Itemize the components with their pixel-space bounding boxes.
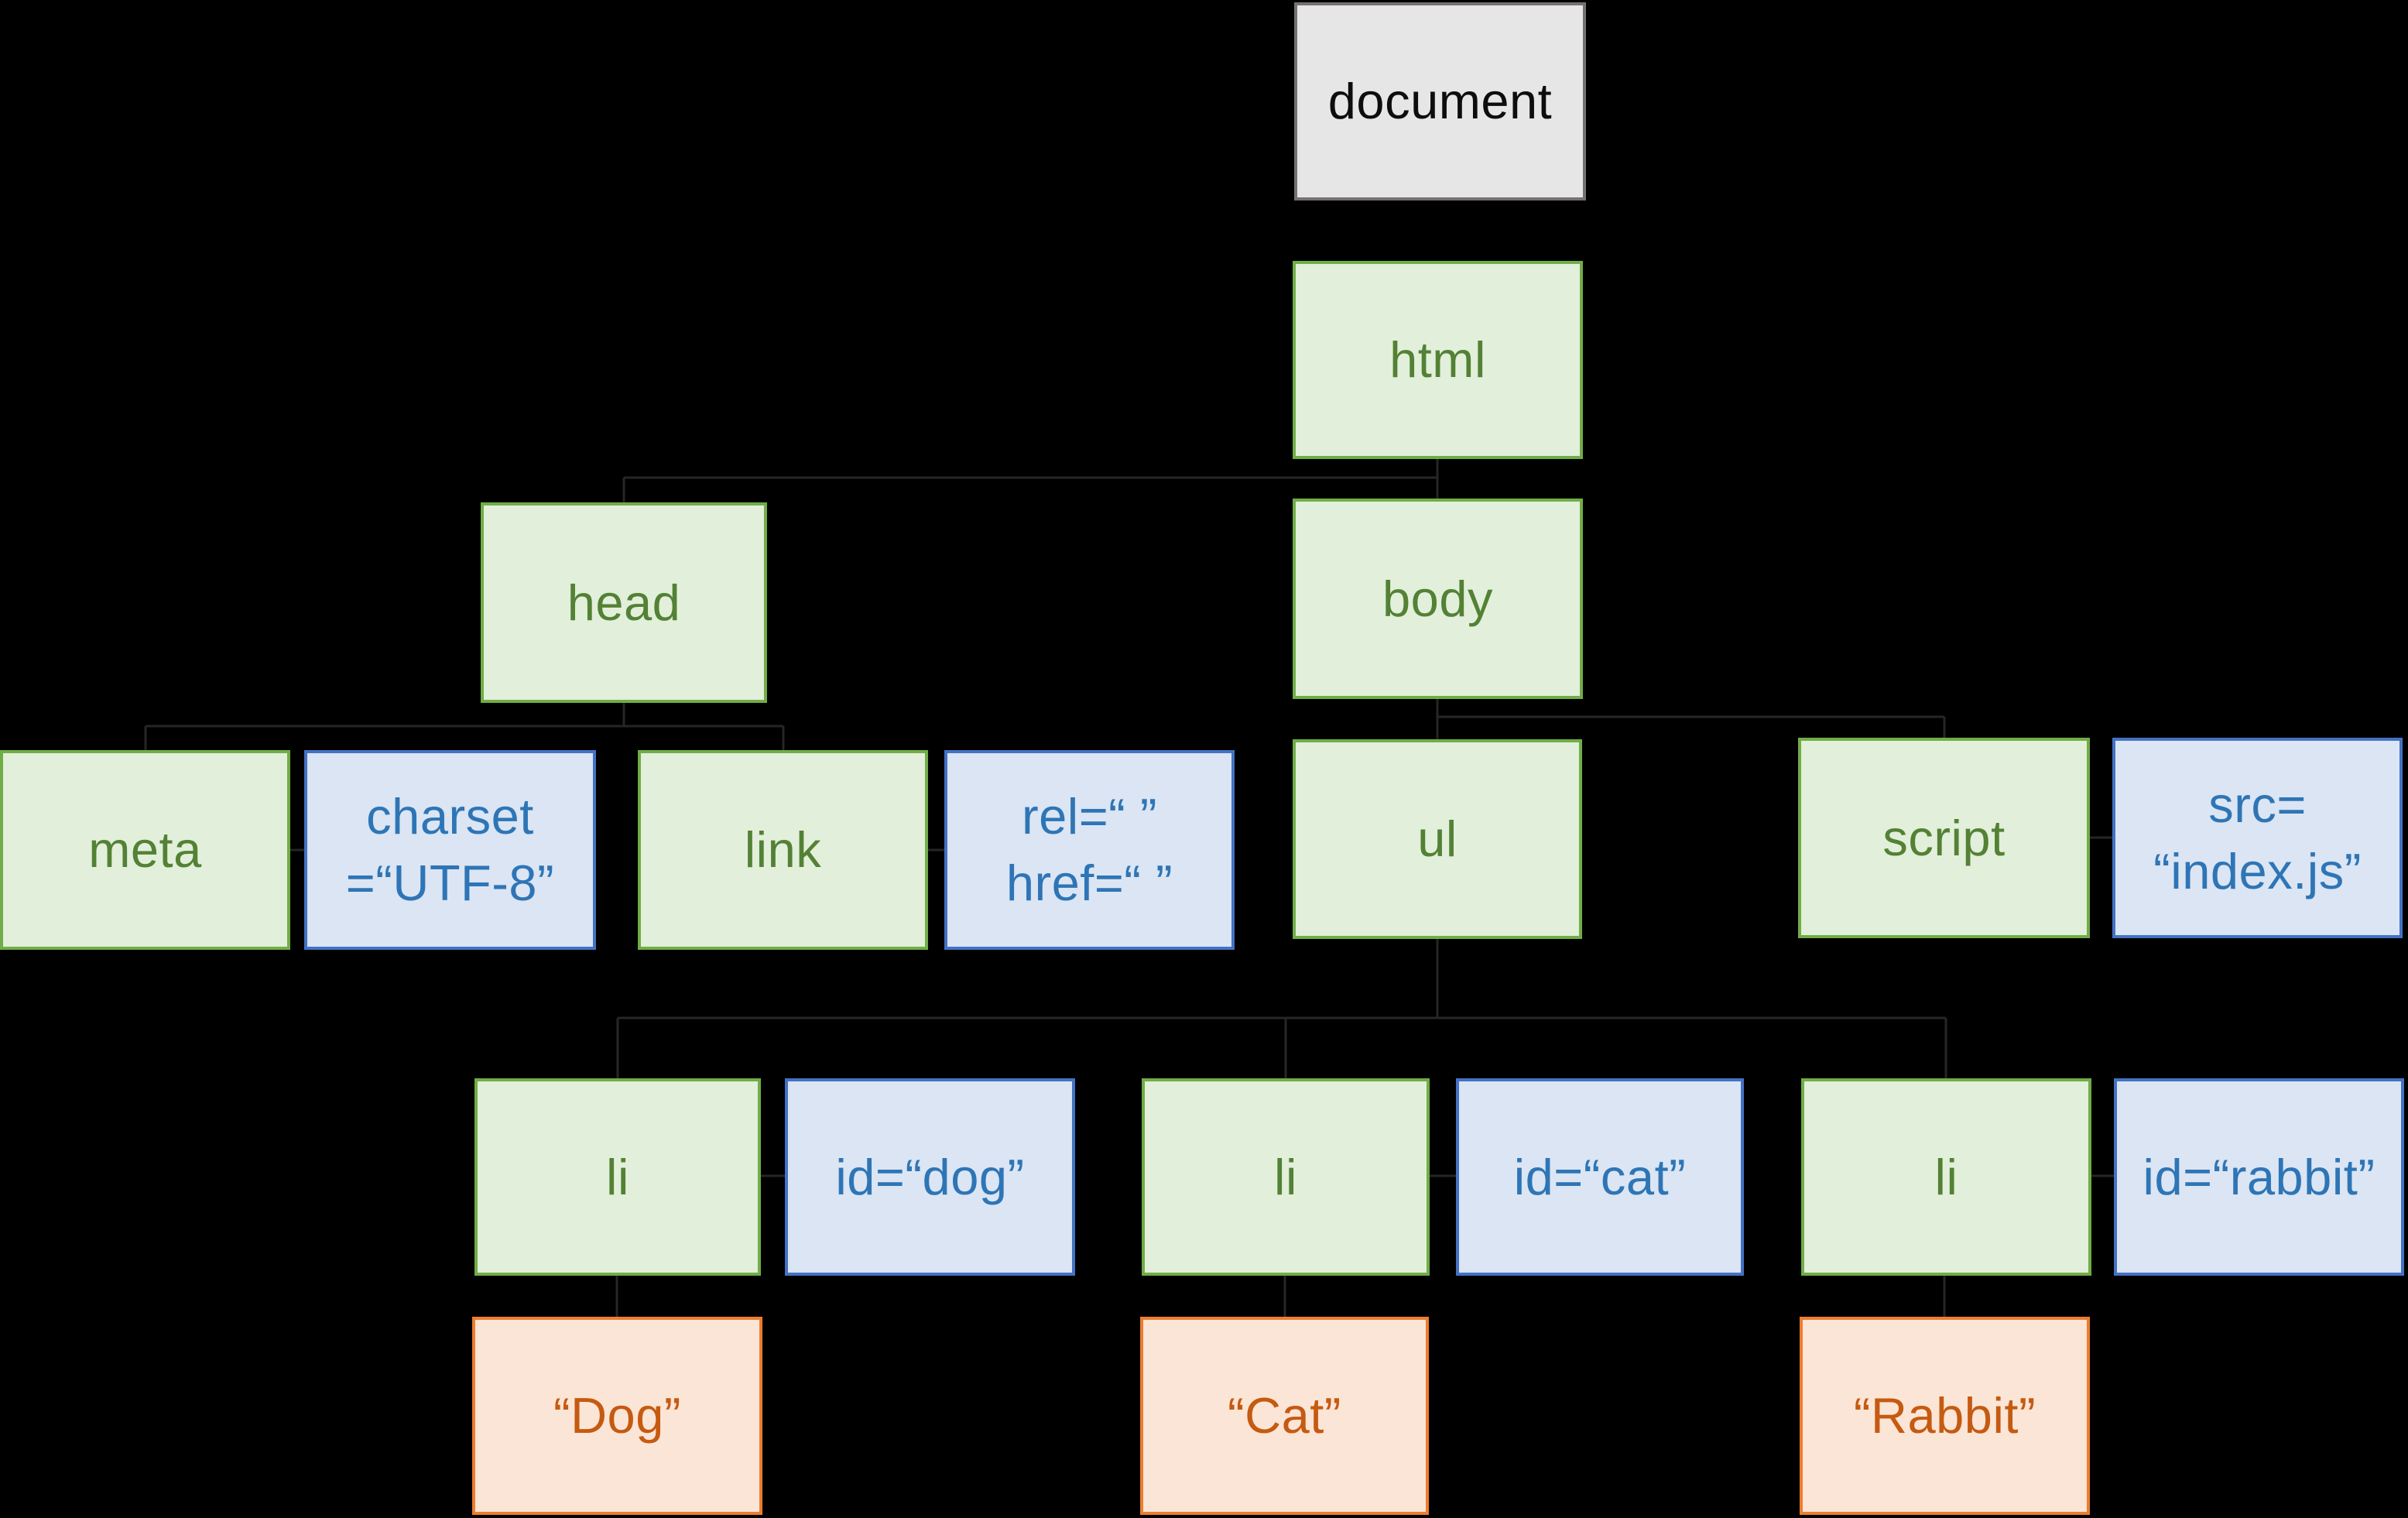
node-ul: ul [1293, 739, 1582, 939]
node-body: body [1293, 499, 1583, 699]
node-attr-id-dog-label: id=“dog” [835, 1148, 1025, 1205]
node-meta-label: meta [88, 821, 202, 879]
node-document: document [1294, 2, 1586, 200]
node-meta: meta [0, 750, 290, 950]
node-li-rabbit-label: li [1934, 1148, 1958, 1205]
node-script: script [1798, 738, 2090, 938]
node-head: head [481, 502, 767, 703]
node-text-rabbit-label: “Rabbit” [1853, 1387, 2036, 1444]
node-ul-label: ul [1417, 810, 1457, 868]
node-text-rabbit: “Rabbit” [1800, 1317, 2090, 1515]
node-attr-id-rabbit: id=“rabbit” [2114, 1078, 2404, 1276]
node-attr-id-rabbit-label: id=“rabbit” [2143, 1148, 2375, 1205]
node-attr-src: src= “index.js” [2112, 738, 2403, 938]
node-li-cat-label: li [1274, 1148, 1297, 1205]
node-li-dog: li [474, 1078, 761, 1276]
node-attr-id-cat-label: id=“cat” [1513, 1148, 1687, 1205]
node-attr-id-dog: id=“dog” [785, 1078, 1075, 1276]
node-text-dog-label: “Dog” [553, 1387, 682, 1444]
node-script-label: script [1882, 809, 2006, 866]
node-head-label: head [567, 574, 681, 631]
node-text-cat: “Cat” [1140, 1317, 1429, 1515]
node-link-label: link [744, 821, 822, 879]
node-html-label: html [1389, 331, 1486, 389]
node-li-rabbit: li [1801, 1078, 2091, 1276]
node-attr-relhref-label: rel=“ ” href=“ ” [1005, 788, 1173, 911]
node-attr-charset-label: charset =“UTF-8” [345, 788, 555, 911]
node-document-label: document [1327, 73, 1553, 130]
node-attr-charset: charset =“UTF-8” [304, 750, 596, 950]
node-li-dog-label: li [606, 1148, 629, 1205]
node-text-cat-label: “Cat” [1228, 1387, 1341, 1444]
node-link: link [638, 750, 928, 950]
node-attr-relhref: rel=“ ” href=“ ” [944, 750, 1235, 950]
node-attr-id-cat: id=“cat” [1456, 1078, 1744, 1276]
node-li-cat: li [1142, 1078, 1430, 1276]
node-body-label: body [1382, 570, 1493, 627]
node-html: html [1293, 261, 1583, 459]
node-attr-src-label: src= “index.js” [2153, 776, 2362, 899]
node-text-dog: “Dog” [472, 1317, 762, 1515]
